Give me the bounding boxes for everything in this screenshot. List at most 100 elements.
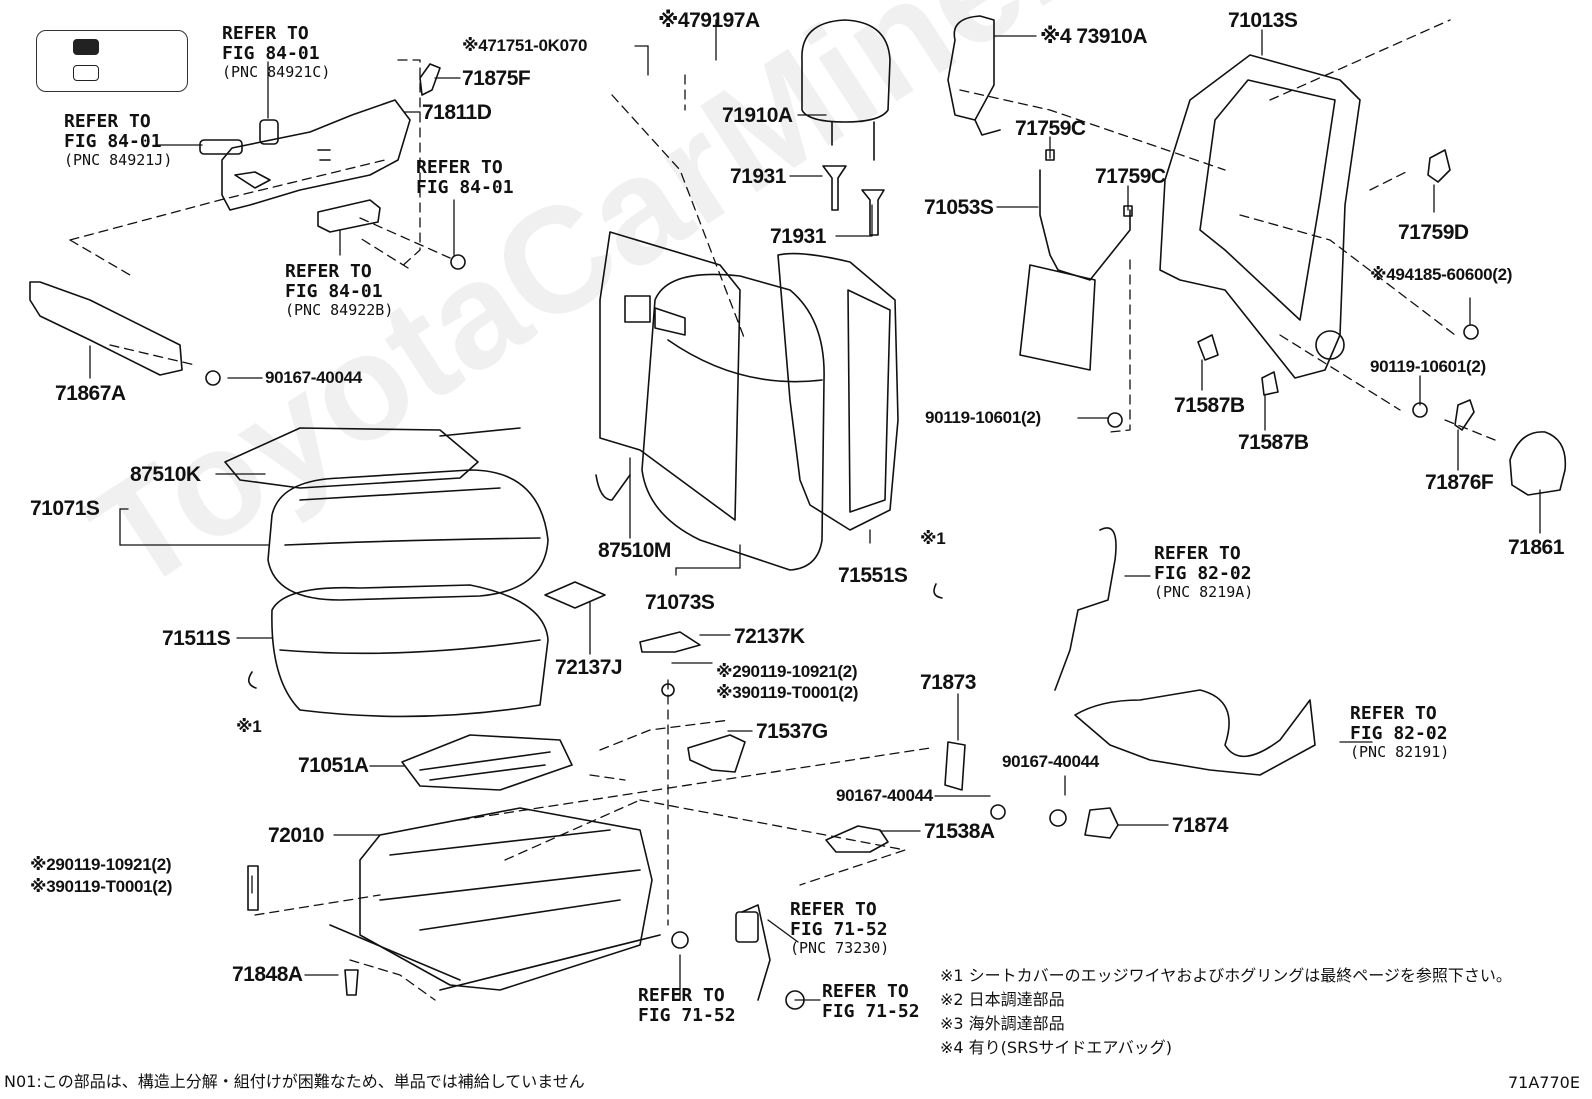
ref-line: FIG 82-02: [1350, 722, 1448, 744]
refer-to-fig-71-52-right[interactable]: REFER TO FIG 71-52: [822, 982, 920, 1022]
footnote-n01: N01:この部品は、構造上分解・組付けが困難なため、単品では補給していません: [4, 1072, 585, 1091]
ref-line: REFER TO: [222, 23, 309, 44]
part-71013S-shape: [1159, 54, 1361, 379]
part-label[interactable]: 71873: [920, 671, 976, 694]
part-label[interactable]: 71876F: [1425, 471, 1494, 494]
part-label[interactable]: 71071S: [30, 497, 100, 520]
part-71053S-shape: [1039, 169, 1131, 281]
part-label[interactable]: 71538A: [924, 820, 995, 843]
part-label[interactable]: 72137J: [555, 656, 623, 679]
part-label[interactable]: 71861: [1508, 536, 1564, 559]
part-label[interactable]: 71867A: [55, 382, 126, 405]
part-73910A-shape: [947, 15, 995, 121]
ref-line: FIG 84-01: [64, 130, 162, 152]
part-label[interactable]: 87510M: [598, 539, 671, 562]
wire-harness-8219A: [1054, 527, 1117, 691]
refer-to-fig-84-01-84921j[interactable]: REFER TO FIG 84-01 (PNC 84921J): [64, 112, 172, 168]
part-label[interactable]: ※494185-60600(2): [1370, 265, 1513, 284]
figure-id: 71A770E: [1508, 1073, 1580, 1092]
part-label[interactable]: 72137K: [734, 625, 805, 648]
part-71071S-shape: [267, 469, 549, 601]
legend-filled-swatch: [73, 39, 99, 55]
part-label[interactable]: 71013S: [1228, 9, 1298, 32]
part-label[interactable]: ※290119-10921(2): [716, 662, 858, 681]
ref-line: FIG 84-01: [285, 280, 383, 302]
ref-pnc: (PNC 73230): [790, 938, 890, 957]
ref-line: REFER TO: [285, 261, 372, 282]
part-71073S-shape: [641, 273, 825, 571]
part-label[interactable]: 71875F: [462, 67, 531, 90]
part-label[interactable]: 90167-40044: [836, 786, 933, 805]
part-71910A-shape: [801, 19, 891, 123]
footnote-3: ※3 海外調達部品: [940, 1014, 1065, 1033]
part-label[interactable]: ※1: [920, 529, 946, 548]
part-label[interactable]: ※471751-0K070: [462, 36, 588, 55]
assembly-guide-lines: [69, 19, 1496, 1001]
part-label[interactable]: 90167-40044: [265, 368, 362, 387]
refer-to-fig-84-01[interactable]: REFER TO FIG 84-01: [416, 158, 514, 198]
ref-line: FIG 71-52: [822, 1000, 920, 1022]
part-label[interactable]: 90167-40044: [1002, 752, 1099, 771]
part-label[interactable]: ※390119-T0001(2): [30, 877, 173, 896]
part-71511S-shape: [271, 584, 549, 718]
refer-to-fig-71-52-left[interactable]: REFER TO FIG 71-52: [638, 986, 736, 1026]
diagram-components: [29, 15, 1567, 1010]
part-label[interactable]: 71759C: [1015, 117, 1086, 140]
part-label[interactable]: 71759C: [1095, 165, 1166, 188]
ref-line: REFER TO: [416, 157, 503, 178]
refer-to-fig-84-01-84921c[interactable]: REFER TO FIG 84-01 (PNC 84921C): [222, 24, 330, 80]
part-label[interactable]: 71811D: [422, 101, 492, 124]
ref-line: REFER TO: [638, 985, 725, 1006]
ref-line: REFER TO: [790, 899, 877, 920]
part-label[interactable]: 71511S: [162, 627, 231, 650]
ref-pnc: (PNC 84922B): [285, 300, 394, 319]
refer-to-fig-71-52-73230[interactable]: REFER TO FIG 71-52 (PNC 73230): [790, 900, 889, 956]
part-label[interactable]: 71073S: [645, 591, 715, 614]
part-label[interactable]: 90119-10601(2): [925, 408, 1041, 427]
part-label[interactable]: ※1: [236, 717, 262, 736]
part-label[interactable]: 71551S: [838, 564, 908, 587]
ref-line: FIG 84-01: [222, 42, 320, 64]
ref-line: FIG 71-52: [638, 1004, 736, 1026]
part-label[interactable]: ※479197A: [658, 9, 760, 32]
part-label[interactable]: 71931: [730, 165, 786, 188]
legend-empty-swatch: [73, 65, 99, 81]
part-label[interactable]: 71759D: [1398, 221, 1469, 244]
part-71051A-shape: [401, 734, 573, 791]
part-label[interactable]: ※290119-10921(2): [30, 855, 172, 874]
refer-to-fig-82-02-8219a[interactable]: REFER TO FIG 82-02 (PNC 8219A): [1154, 544, 1253, 600]
footnote-2: ※2 日本調達部品: [940, 990, 1065, 1009]
part-label[interactable]: ※390119-T0001(2): [716, 683, 859, 702]
part-71551S-shape: [777, 252, 899, 531]
part-72010-shape: [359, 807, 653, 991]
part-71811D-shape: [221, 99, 411, 211]
leader-lines: [89, 19, 1541, 1001]
part-71867A-shape: [29, 281, 183, 376]
ref-line: REFER TO: [64, 111, 151, 132]
ref-pnc: (PNC 84921J): [64, 150, 173, 169]
part-label[interactable]: ※4 73910A: [1040, 25, 1148, 48]
part-label[interactable]: 71053S: [924, 196, 994, 219]
part-label[interactable]: 87510K: [130, 463, 201, 486]
ref-line: REFER TO: [822, 981, 909, 1002]
part-label[interactable]: 90119-10601(2): [1370, 357, 1486, 376]
part-label[interactable]: 72010: [268, 824, 324, 847]
footnote-1: ※1 シートカバーのエッジワイヤおよびホグリングは最終ページを参照下さい。: [940, 966, 1512, 985]
ref-line: REFER TO: [1350, 703, 1437, 724]
refer-to-fig-82-02-82191[interactable]: REFER TO FIG 82-02 (PNC 82191): [1350, 704, 1449, 760]
part-label[interactable]: 71587B: [1174, 394, 1245, 417]
part-label[interactable]: 71910A: [722, 104, 793, 127]
part-label[interactable]: 71051A: [298, 754, 369, 777]
part-71861-shape: [1509, 431, 1567, 496]
part-label[interactable]: 71587B: [1238, 431, 1309, 454]
part-label[interactable]: 71537G: [756, 720, 828, 743]
ref-pnc: (PNC 84921C): [222, 62, 331, 81]
part-label[interactable]: 71874: [1172, 814, 1228, 837]
part-label[interactable]: 71931: [770, 225, 826, 248]
footnote-4: ※4 有り(SRSサイドエアバッグ): [940, 1038, 1172, 1057]
refer-to-fig-84-01-84922b[interactable]: REFER TO FIG 84-01 (PNC 84922B): [285, 262, 393, 318]
part-label[interactable]: 71848A: [232, 963, 303, 986]
wire-harness-82191: [1074, 689, 1316, 776]
ref-line: REFER TO: [1154, 543, 1241, 564]
